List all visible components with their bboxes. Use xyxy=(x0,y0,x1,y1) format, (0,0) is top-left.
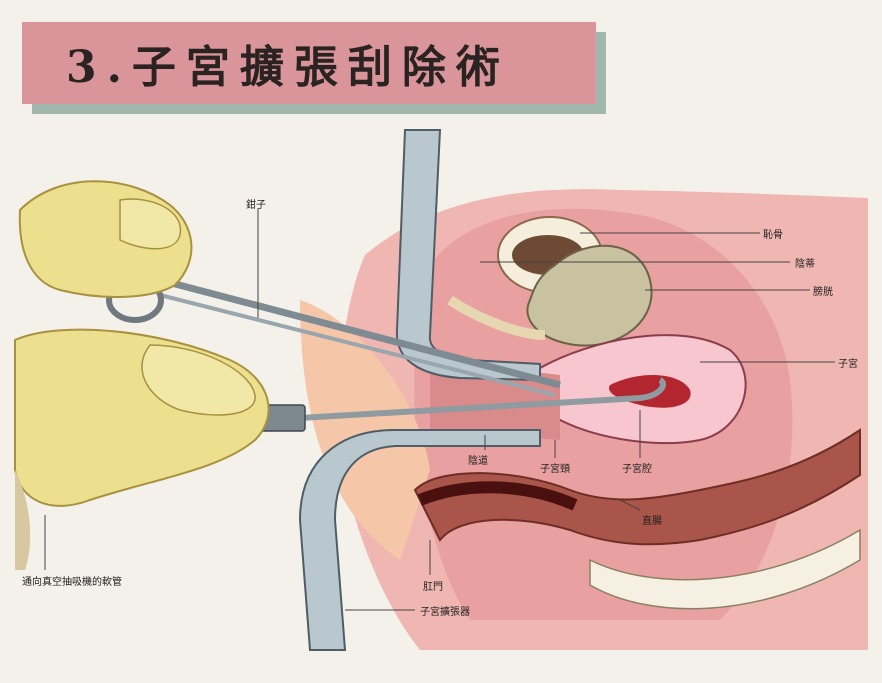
label-forceps: 鉗子 xyxy=(246,196,266,211)
lower-hand xyxy=(15,330,269,506)
label-bladder: 膀胱 xyxy=(813,283,833,298)
label-urethra: 陰蒂 xyxy=(795,255,815,270)
label-rectum: 直腸 xyxy=(642,512,662,527)
label-uterine-cavity: 子宮腔 xyxy=(622,460,652,475)
label-cervix: 子宮頸 xyxy=(540,460,570,475)
label-pubic-bone: 恥骨 xyxy=(763,226,783,241)
label-anus: 肛門 xyxy=(423,578,443,593)
label-uterus: 子宮 xyxy=(838,355,858,370)
label-vagina: 陰道 xyxy=(468,452,488,467)
label-suction-tube: 通向真空抽吸機的軟管 xyxy=(22,573,122,588)
label-speculum: 子宮擴張器 xyxy=(420,603,470,618)
